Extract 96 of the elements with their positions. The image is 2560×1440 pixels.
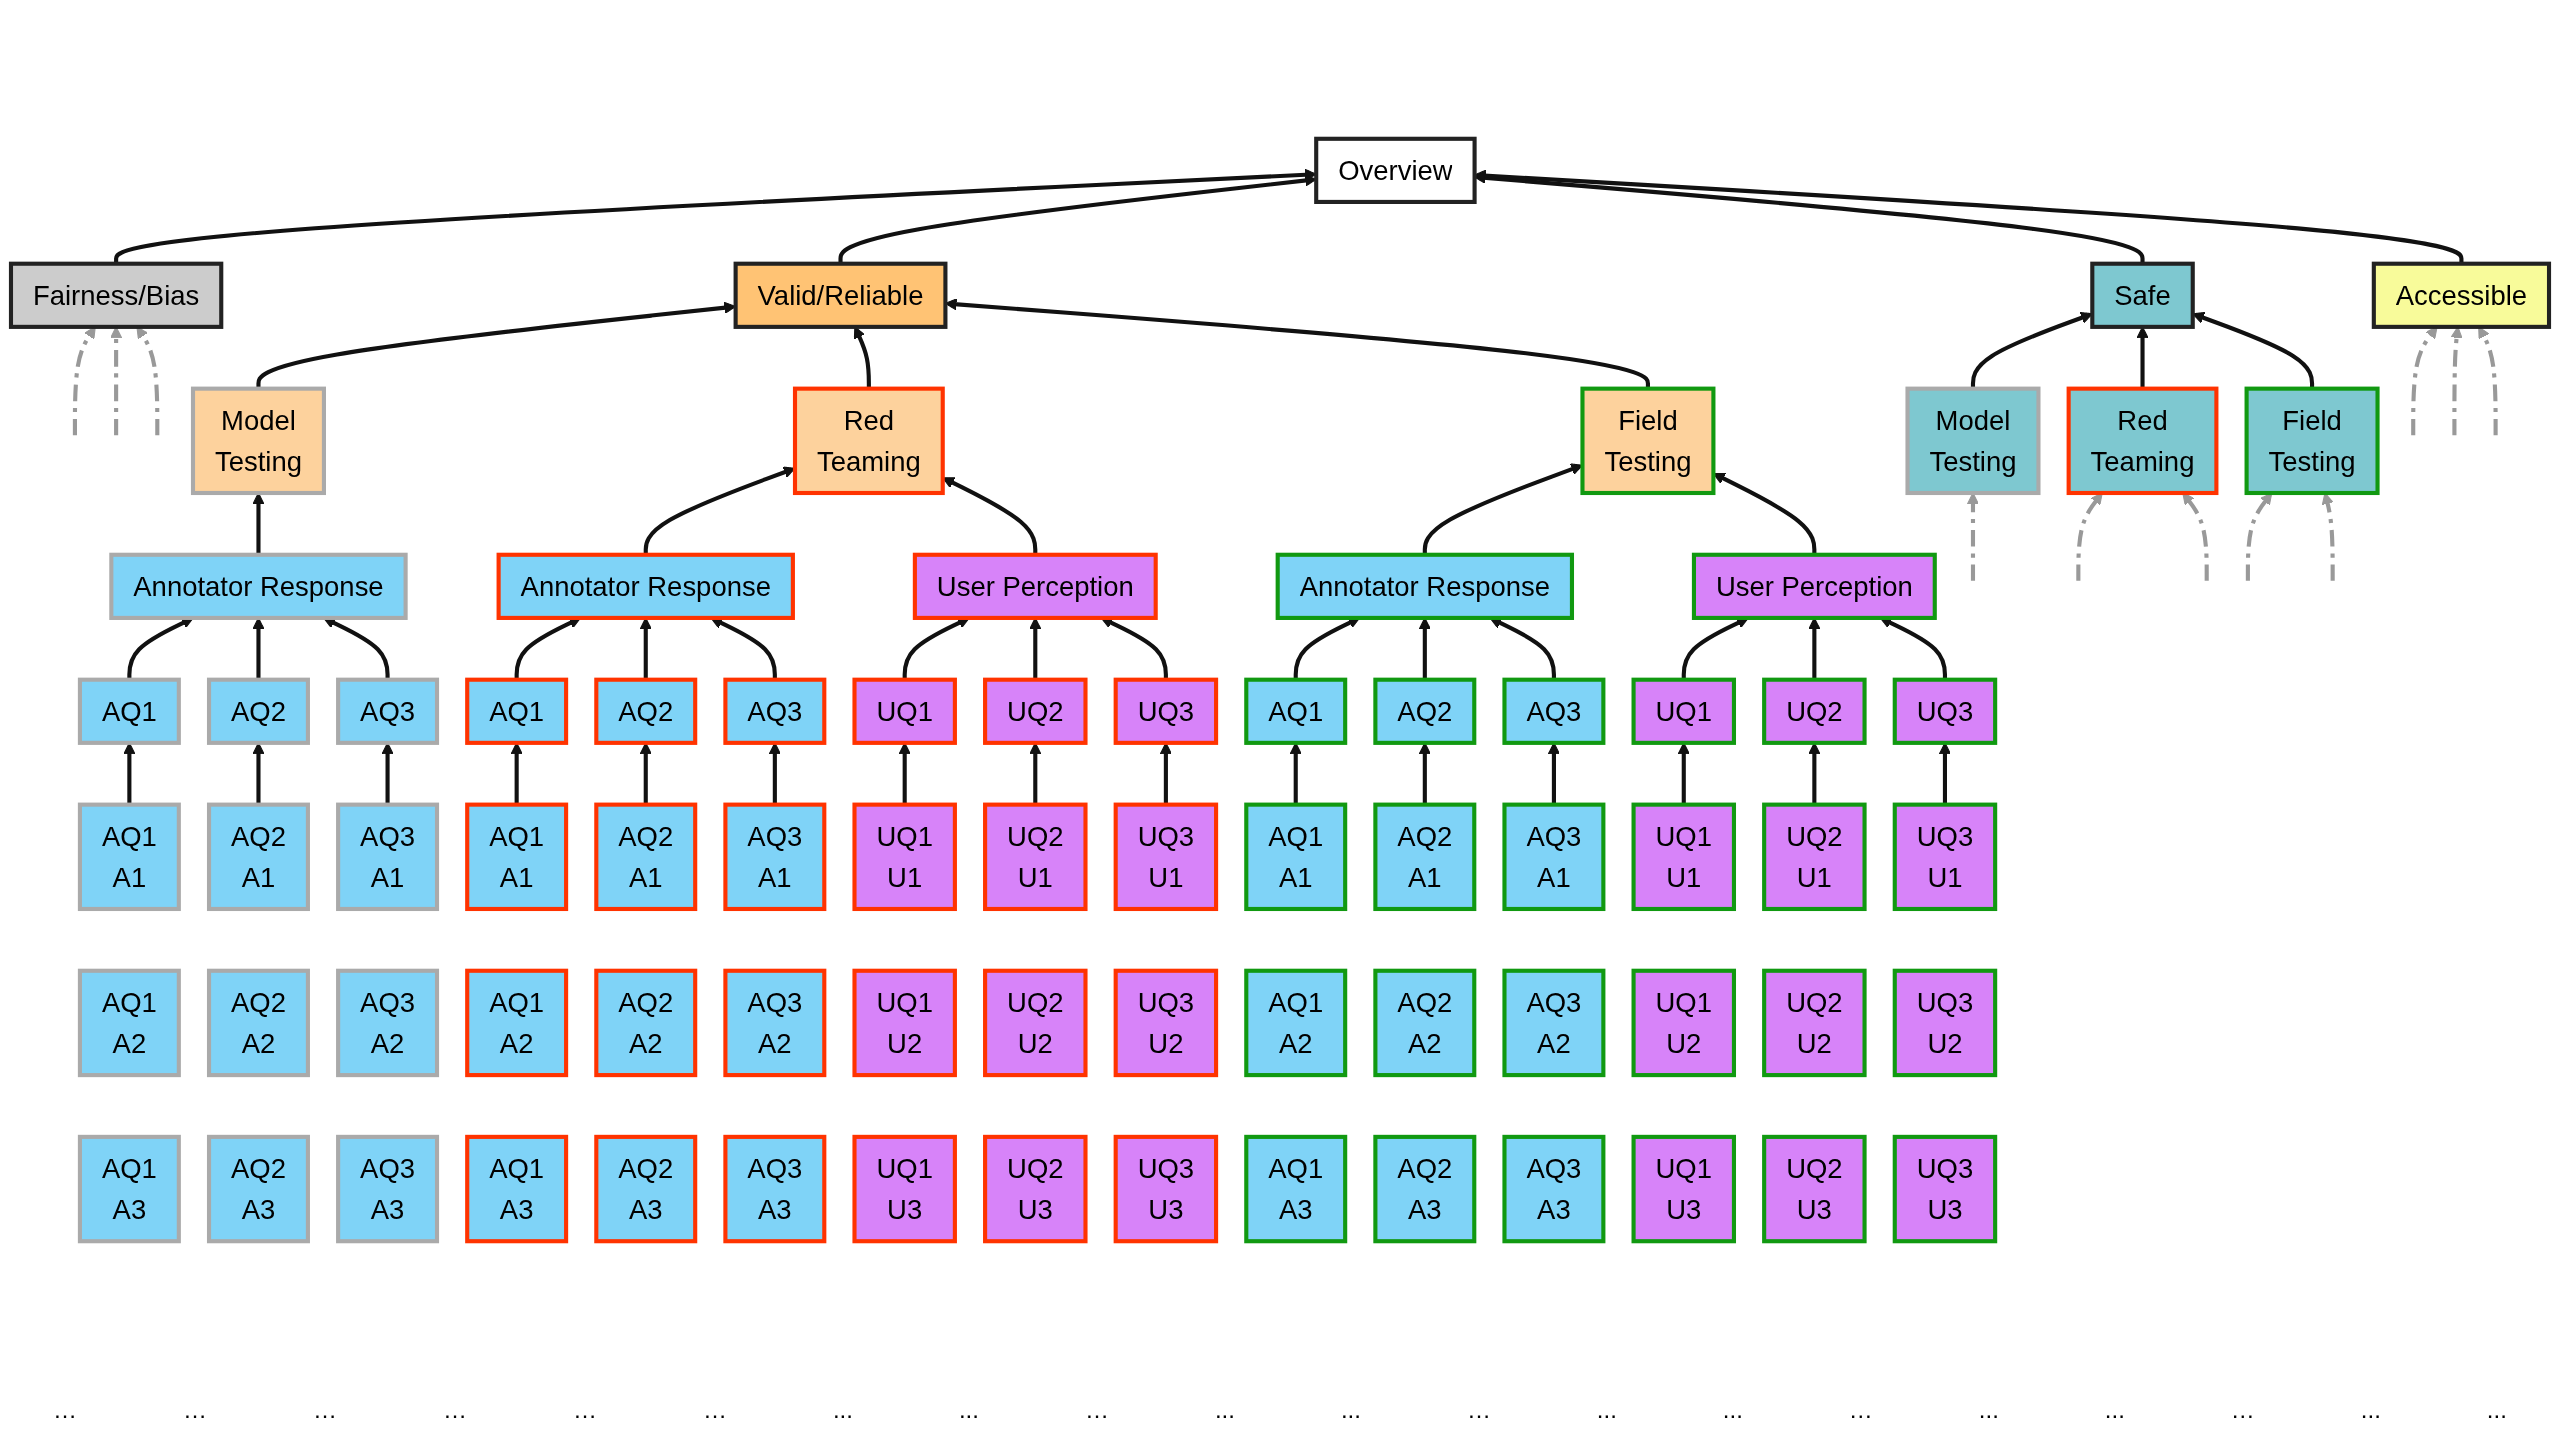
- process-box: Accessible: [2371, 261, 2552, 329]
- ellipsis: ...: [1978, 1396, 1999, 1424]
- card-node: AQ3 A3: [336, 1134, 440, 1244]
- ellipsis: ...: [1214, 1396, 1235, 1424]
- ellipsis: …: [1084, 1396, 1109, 1424]
- card-node: AQ1 A3: [77, 1134, 181, 1244]
- process-box: AQ3: [723, 677, 827, 745]
- process-box: User Perception: [1691, 552, 1937, 620]
- process-box: UQ1: [852, 677, 957, 745]
- card-node: Field Testing: [1580, 386, 1716, 496]
- card-node: Model Testing: [1905, 386, 2041, 496]
- card-node: AQ1 A2: [1244, 968, 1348, 1078]
- process-box: UQ1: [1631, 677, 1736, 745]
- card-node: AQ2 A3: [206, 1134, 310, 1244]
- card-node: AQ1 A2: [465, 968, 569, 1078]
- card-node: UQ3 U1: [1113, 802, 1219, 912]
- card-node: AQ1 A2: [77, 968, 181, 1078]
- card-node: AQ2 A2: [594, 968, 698, 1078]
- card-node: AQ2 A1: [1373, 802, 1477, 912]
- card-node: AQ2 A2: [206, 968, 310, 1078]
- process-box: Annotator Response: [109, 552, 408, 620]
- card-node: AQ1 A3: [1244, 1134, 1348, 1244]
- card-node: UQ1 U1: [1631, 802, 1736, 912]
- process-box: UQ3: [1892, 677, 1998, 745]
- process-box: AQ3: [1502, 677, 1606, 745]
- ellipsis: ...: [2104, 1396, 2125, 1424]
- card-node: AQ1 A1: [465, 802, 569, 912]
- card-node: UQ3 U1: [1892, 802, 1998, 912]
- card-node: AQ3 A1: [723, 802, 827, 912]
- process-box: Valid/Reliable: [733, 261, 948, 329]
- card-node: AQ3 A3: [723, 1134, 827, 1244]
- process-box: UQ2: [1762, 677, 1867, 745]
- card-node: AQ1 A1: [1244, 802, 1348, 912]
- card-node: AQ2 A3: [1373, 1134, 1477, 1244]
- card-node: Field Testing: [2244, 386, 2380, 496]
- process-box: Overview: [1314, 136, 1477, 204]
- card-node: UQ1 U2: [852, 968, 957, 1078]
- process-box: UQ3: [1113, 677, 1219, 745]
- process-box: AQ2: [594, 677, 698, 745]
- card-node: UQ1 U1: [852, 802, 957, 912]
- card-node: AQ2 A1: [594, 802, 698, 912]
- ellipsis: ...: [1596, 1396, 1617, 1424]
- ellipsis: …: [1848, 1396, 1873, 1424]
- ellipsis: ...: [1340, 1396, 1361, 1424]
- process-box: UQ2: [983, 677, 1088, 745]
- ellipsis: …: [1466, 1396, 1491, 1424]
- card-node: Model Testing: [190, 386, 326, 496]
- ellipsis: …: [53, 1396, 77, 1424]
- process-box: Safe: [2090, 261, 2195, 329]
- card-node: Red Teaming: [2066, 386, 2219, 496]
- process-box: AQ1: [465, 677, 569, 745]
- ellipsis: …: [312, 1396, 337, 1424]
- process-box: AQ3: [336, 677, 440, 745]
- card-node: AQ3 A2: [723, 968, 827, 1078]
- card-node: AQ2 A3: [594, 1134, 698, 1244]
- card-node: UQ2 U2: [983, 968, 1088, 1078]
- card-node: Red Teaming: [792, 386, 945, 496]
- process-box: AQ1: [1244, 677, 1348, 745]
- ellipsis: ...: [958, 1396, 979, 1424]
- process-box: Annotator Response: [1275, 552, 1574, 620]
- ellipsis: …: [702, 1396, 727, 1424]
- ellipsis: ...: [1722, 1396, 1743, 1424]
- card-node: UQ2 U1: [1762, 802, 1867, 912]
- card-node: UQ3 U2: [1892, 968, 1998, 1078]
- process-box: Fairness/Bias: [8, 261, 224, 329]
- process-box: Annotator Response: [496, 552, 795, 620]
- card-node: AQ2 A2: [1373, 968, 1477, 1078]
- card-node: UQ3 U3: [1113, 1134, 1219, 1244]
- card-node: AQ3 A2: [1502, 968, 1606, 1078]
- ellipsis: …: [182, 1396, 207, 1424]
- card-node: UQ2 U3: [1762, 1134, 1867, 1244]
- card-node: UQ1 U2: [1631, 968, 1736, 1078]
- ellipsis: …: [442, 1396, 467, 1424]
- card-node: UQ2 U1: [983, 802, 1088, 912]
- card-node: AQ1 A3: [465, 1134, 569, 1244]
- card-node: AQ3 A1: [1502, 802, 1606, 912]
- card-node: UQ1 U3: [852, 1134, 957, 1244]
- ellipsis: …: [572, 1396, 597, 1424]
- ellipsis: ...: [2360, 1396, 2381, 1424]
- ellipsis: ...: [832, 1396, 853, 1424]
- card-node: UQ2 U2: [1762, 968, 1867, 1078]
- card-node: UQ3 U3: [1892, 1134, 1998, 1244]
- process-box: AQ1: [77, 677, 181, 745]
- card-node: AQ1 A1: [77, 802, 181, 912]
- card-node: AQ3 A2: [336, 968, 440, 1078]
- card-node: UQ3 U2: [1113, 968, 1219, 1078]
- card-node: AQ3 A3: [1502, 1134, 1606, 1244]
- card-node: UQ1 U3: [1631, 1134, 1736, 1244]
- ellipsis: …: [2230, 1396, 2255, 1424]
- card-node: AQ3 A1: [336, 802, 440, 912]
- ellipsis: ...: [2486, 1396, 2507, 1424]
- process-box: AQ2: [206, 677, 310, 745]
- process-box: User Perception: [912, 552, 1158, 620]
- process-box: AQ2: [1373, 677, 1477, 745]
- card-node: UQ2 U3: [983, 1134, 1088, 1244]
- card-node: AQ2 A1: [206, 802, 310, 912]
